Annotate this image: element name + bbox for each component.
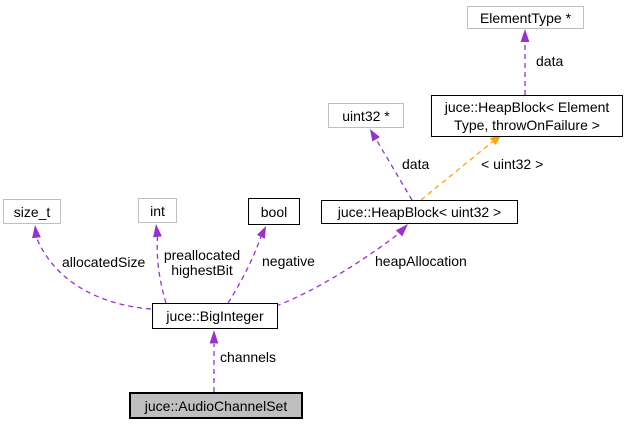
edge-allocatedsize xyxy=(32,225,152,310)
node-int: int xyxy=(138,198,177,223)
node-label: juce::HeapBlock< uint32 > xyxy=(337,204,502,220)
arrowhead-icon xyxy=(520,29,530,42)
edge-preallocated-highestbit xyxy=(153,224,167,304)
node-elementtype-ptr: ElementType * xyxy=(467,6,584,29)
node-label-line1: juce::HeapBlock< Element xyxy=(444,99,610,115)
edge-channels xyxy=(209,330,219,392)
arrowhead-icon xyxy=(209,330,219,344)
edge-label-heapallocation: heapAllocation xyxy=(375,253,467,269)
node-label-line2: Type, throwOnFailure > xyxy=(454,117,600,133)
edge-heapallocation xyxy=(275,224,408,307)
node-label: juce::AudioChannelSet xyxy=(144,397,288,414)
edge-label-negative: negative xyxy=(262,253,315,269)
node-audiochannelset: juce::AudioChannelSet xyxy=(129,392,303,419)
node-heapblock-uint32[interactable]: juce::HeapBlock< uint32 > xyxy=(321,200,518,224)
edge-label-line2: highestBit xyxy=(171,262,233,278)
edge-label-preallocated-highestbit: preallocated highestBit xyxy=(158,248,246,278)
edge-label-data-top: data xyxy=(536,53,564,69)
edge-label-allocatedsize: allocatedSize xyxy=(62,254,146,270)
edge-data-mid xyxy=(370,129,413,201)
node-label: bool xyxy=(260,203,288,220)
node-size-t: size_t xyxy=(3,199,61,224)
node-bool[interactable]: bool xyxy=(248,198,300,225)
edge-label-line1: preallocated xyxy=(163,247,241,263)
edge-label-data-mid: data xyxy=(402,156,430,172)
edge-data-top xyxy=(520,29,530,95)
node-label: uint32 * xyxy=(342,107,390,124)
node-biginteger[interactable]: juce::BigInteger xyxy=(152,303,278,329)
node-heapblock-elementtype[interactable]: juce::HeapBlock< Element Type, throwOnFa… xyxy=(431,95,623,137)
arrowhead-icon xyxy=(256,226,266,239)
node-label: ElementType * xyxy=(479,9,572,26)
arrowhead-icon xyxy=(153,224,162,238)
edge-negative xyxy=(227,226,266,304)
arrowhead-icon xyxy=(370,129,380,142)
node-uint32-ptr: uint32 * xyxy=(328,103,404,128)
edge-label-channels: channels xyxy=(220,349,277,365)
edge-label-template-arg: < uint32 > xyxy=(481,156,544,172)
arrowhead-icon xyxy=(395,224,408,237)
arrowhead-icon xyxy=(32,225,41,239)
node-label: size_t xyxy=(13,203,51,220)
node-label: int xyxy=(150,202,165,219)
node-label: juce::BigInteger xyxy=(166,308,264,324)
